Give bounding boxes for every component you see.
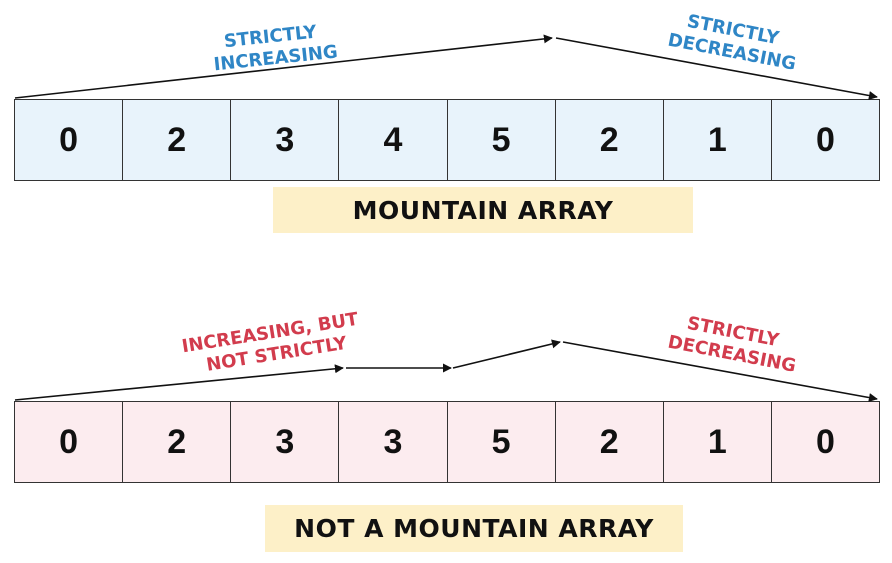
array-cell: 3 xyxy=(339,402,448,482)
array-cell: 0 xyxy=(15,100,124,180)
not-mountain-array-row: 0 2 3 3 5 2 1 0 xyxy=(14,401,880,483)
array-cell: 0 xyxy=(772,100,880,180)
increasing-arrow xyxy=(14,364,344,401)
decreasing-arrow xyxy=(562,341,878,402)
array-cell: 2 xyxy=(556,100,664,180)
strictly-decreasing-label: STRICTLY DECREASING xyxy=(666,8,802,75)
strictly-decreasing-label: STRICTLY DECREASING xyxy=(666,310,802,377)
array-cell: 5 xyxy=(448,100,556,180)
array-cell: 3 xyxy=(231,402,340,482)
mountain-array-caption: MOUNTAIN ARRAY xyxy=(273,187,693,233)
not-mountain-array-caption: NOT A MOUNTAIN ARRAY xyxy=(265,505,683,552)
array-cell: 0 xyxy=(772,402,880,482)
increasing-arrow xyxy=(14,34,553,99)
array-cell: 2 xyxy=(556,402,664,482)
array-cell: 2 xyxy=(123,100,232,180)
increasing-not-strictly-label: INCREASING, BUT NOT STRICTLY xyxy=(180,308,369,379)
array-cell: 1 xyxy=(664,402,772,482)
array-cell: 0 xyxy=(15,402,124,482)
array-cell: 2 xyxy=(123,402,232,482)
array-cell: 5 xyxy=(448,402,556,482)
strictly-increasing-label: STRICTLY INCREASING xyxy=(210,20,338,76)
array-cell: 1 xyxy=(664,100,772,180)
mountain-array-row: 0 2 3 4 5 2 1 0 xyxy=(14,99,880,181)
array-cell: 3 xyxy=(231,100,340,180)
decreasing-arrow xyxy=(555,37,878,100)
array-cell: 4 xyxy=(339,100,448,180)
increasing-arrow xyxy=(452,339,561,369)
